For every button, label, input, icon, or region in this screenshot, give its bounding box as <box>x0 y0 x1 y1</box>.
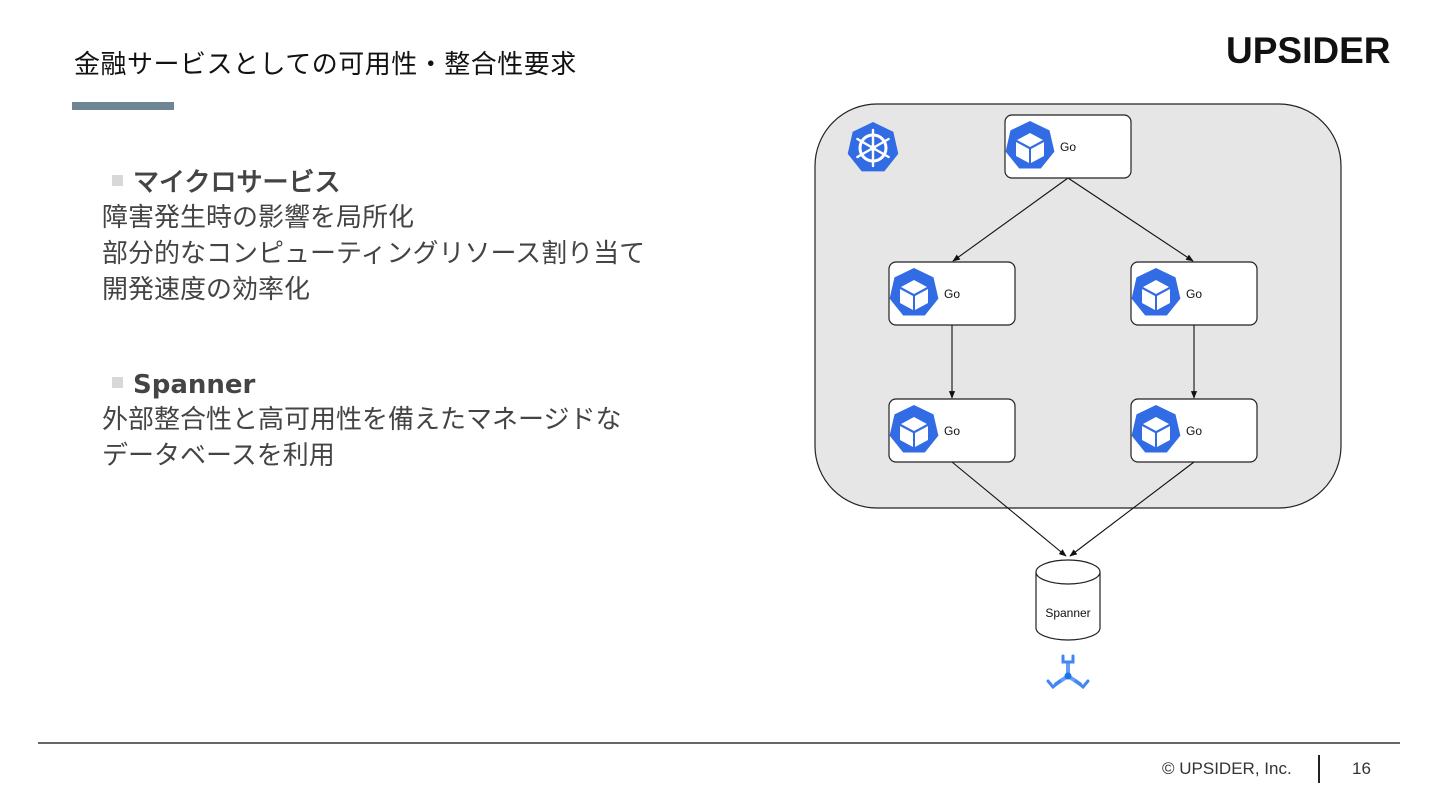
service-label: Go <box>1186 287 1202 301</box>
service-label: Go <box>1060 140 1076 154</box>
section-heading: マイクロサービス <box>133 168 341 198</box>
service-node-middle-left: Go <box>888 261 1016 326</box>
service-node-bottom-right: Go <box>1130 398 1258 463</box>
body-line: データベースを利用 <box>102 441 335 471</box>
service-node-bottom-left: Go <box>888 398 1016 463</box>
connection-arrow <box>951 461 1067 557</box>
service-label: Go <box>944 424 960 438</box>
database-label: Spanner <box>1045 606 1090 620</box>
connection-arrow <box>1067 177 1194 262</box>
service-node-middle-right: Go <box>1130 261 1258 326</box>
copyright-text: © UPSIDER, Inc. <box>1162 759 1292 778</box>
slide-title: 金融サービスとしての可用性・整合性要求 <box>74 50 577 80</box>
service-label: Go <box>1186 424 1202 438</box>
connection-arrow <box>1069 461 1195 557</box>
footer-rule <box>38 742 1400 744</box>
bullet-square-icon <box>112 377 123 388</box>
section-heading: Spanner <box>133 370 256 400</box>
section-microservices: マイクロサービス 障害発生時の影響を局所化 部分的なコンピューティングリソース割… <box>102 166 645 308</box>
body-line: 障害発生時の影響を局所化 <box>102 203 415 233</box>
service-label: Go <box>944 287 960 301</box>
spanner-icon <box>1046 654 1090 690</box>
section-spanner: Spanner 外部整合性と高可用性を備えたマネージドな データベースを利用 <box>102 368 621 474</box>
kubernetes-helm-icon <box>847 122 899 172</box>
connection-arrow <box>952 177 1069 262</box>
service-node-top: Go <box>1004 114 1132 179</box>
footer-divider <box>1318 755 1320 783</box>
body-line: 開発速度の効率化 <box>102 275 311 305</box>
spanner-database-cylinder: Spanner <box>1035 559 1101 641</box>
company-logo: UPSIDER <box>1226 30 1391 71</box>
body-line: 外部整合性と高可用性を備えたマネージドな <box>102 405 622 435</box>
bullet-square-icon <box>112 175 123 186</box>
body-line: 部分的なコンピューティングリソース割り当て <box>102 239 646 269</box>
page-number: 16 <box>1352 759 1371 778</box>
title-underline <box>72 102 174 110</box>
